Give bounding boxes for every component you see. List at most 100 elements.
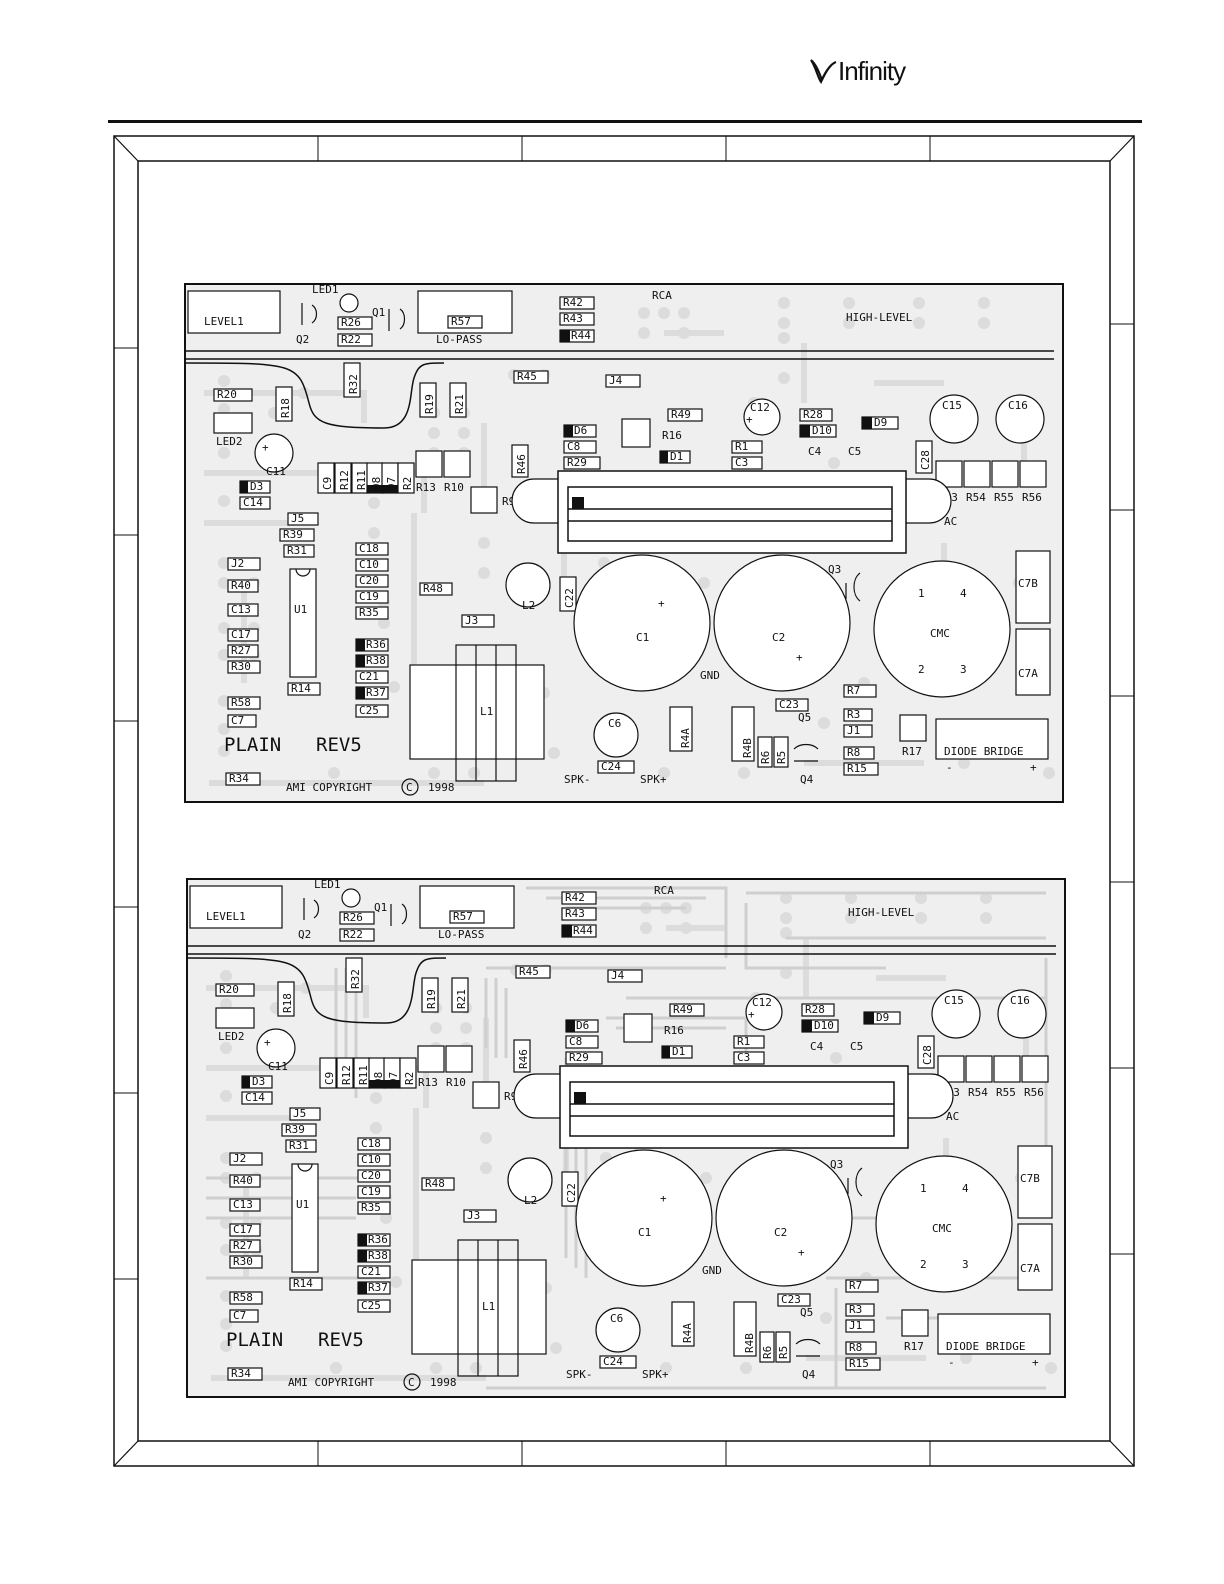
label-j5: J5 — [293, 1107, 306, 1120]
frame-border — [113, 135, 1135, 1467]
label-r8: R8 — [849, 1341, 862, 1354]
label-led1: LED1 — [314, 878, 341, 891]
label-c23: C23 — [781, 1293, 801, 1306]
level1-pot — [187, 290, 281, 334]
label-r8: R8 — [847, 746, 860, 759]
label-c22: C22 — [565, 1183, 578, 1203]
label-lopass: LO-PASS — [438, 928, 484, 941]
label-r22: R22 — [343, 928, 363, 941]
label-r43: R43 — [565, 907, 585, 920]
label-d9: D9 — [874, 416, 887, 429]
label-d3: D3 — [250, 480, 263, 493]
plus-mark: + — [796, 651, 803, 664]
label-q1: Q1 — [374, 901, 387, 914]
label-d1: D1 — [672, 1045, 685, 1058]
label-j1: J1 — [847, 724, 860, 737]
plus-mark: + — [264, 1036, 271, 1049]
label-r42: R42 — [565, 891, 585, 904]
plus-mark: + — [748, 1008, 755, 1021]
label-l2: L2 — [524, 1194, 537, 1207]
label-c10: C10 — [359, 558, 379, 571]
label-d6: D6 — [576, 1019, 589, 1032]
label-c3: C3 — [735, 456, 748, 469]
label-j4: J4 — [609, 374, 623, 387]
label-j3: J3 — [465, 614, 478, 627]
label-rev: REV5 — [316, 734, 362, 756]
label-r2: R2 — [401, 477, 414, 490]
label-r13: R13 — [416, 481, 436, 494]
cmc-choke — [875, 1155, 1013, 1293]
label-c28: C28 — [921, 1045, 934, 1065]
label-c7: C7 — [231, 714, 244, 727]
label-r2: R2 — [403, 1072, 416, 1085]
label-d7: D7 — [387, 1072, 400, 1085]
copyright-circle — [401, 778, 419, 796]
label-gnd: GND — [702, 1264, 722, 1277]
label-r3: R3 — [847, 708, 860, 721]
label-r12: R12 — [338, 470, 351, 490]
label-c13: C13 — [231, 603, 251, 616]
brand-logo: Infinity — [808, 52, 938, 92]
label-r27: R27 — [233, 1239, 253, 1252]
led2-body — [213, 412, 253, 434]
label-r27: R27 — [231, 644, 251, 657]
c11-capacitor — [254, 433, 294, 473]
label-r7: R7 — [847, 684, 860, 697]
label-r22: R22 — [341, 333, 361, 346]
plus-mark: + — [658, 597, 665, 610]
label-q3: Q3 — [830, 1158, 843, 1171]
label-u1: U1 — [294, 603, 307, 616]
label-year: 1998 — [430, 1376, 457, 1389]
label-c7a: C7A — [1020, 1262, 1040, 1275]
label-p4: 4 — [960, 587, 967, 600]
label-c15: C15 — [942, 399, 962, 412]
label-c20: C20 — [359, 574, 379, 587]
label-d8: D8 — [372, 1072, 385, 1085]
led2-body — [215, 1007, 255, 1029]
label-r32: R32 — [347, 374, 360, 394]
label-diode: DIODE BRIDGE — [944, 745, 1023, 758]
c1-capacitor — [575, 1149, 713, 1287]
label-p3: 3 — [962, 1258, 969, 1271]
label-r17: R17 — [902, 745, 922, 758]
label-r7: R7 — [849, 1279, 862, 1292]
label-c8: C8 — [567, 440, 580, 453]
plus-mark: + — [746, 413, 753, 426]
label-spkp: SPK+ — [640, 773, 667, 786]
label-r4b: R4B — [743, 1333, 756, 1353]
label-c28: C28 — [919, 450, 932, 470]
label-r19: R19 — [423, 394, 436, 414]
label-c_symbol: C — [406, 781, 413, 794]
copyright-circle — [403, 1373, 421, 1391]
l1-inductor — [411, 1259, 547, 1355]
label-j5: J5 — [291, 512, 304, 525]
label-r19: R19 — [425, 989, 438, 1009]
label-r57: R57 — [451, 315, 471, 328]
label-q2: Q2 — [298, 928, 311, 941]
label-r13: R13 — [418, 1076, 438, 1089]
infinity-logo-icon — [810, 59, 837, 85]
label-r35: R35 — [361, 1201, 381, 1214]
label-r18: R18 — [279, 398, 292, 418]
label-r3: R3 — [849, 1303, 862, 1316]
label-r56: R56 — [1024, 1086, 1044, 1099]
label-c13: C13 — [233, 1198, 253, 1211]
label-d6: D6 — [574, 424, 587, 437]
label-r26: R26 — [343, 911, 363, 924]
cmc-choke — [873, 560, 1011, 698]
label-r38: R38 — [368, 1249, 388, 1262]
label-d10: D10 — [812, 424, 832, 437]
pcb-silkscreen: LEVEL1 LED1 Q2 R26 R22 Q1 R57 LO-PASS R4… — [184, 283, 1064, 803]
label-p1: 1 — [918, 587, 925, 600]
label-gnd: GND — [700, 669, 720, 682]
label-ac: AC — [944, 515, 957, 528]
level1-pot — [189, 885, 283, 929]
label-r34: R34 — [229, 772, 249, 785]
label-c1: C1 — [636, 631, 649, 644]
label-c3: C3 — [737, 1051, 750, 1064]
c1-capacitor — [573, 554, 711, 692]
label-c11: C11 — [268, 1060, 288, 1073]
label-rca: RCA — [652, 289, 672, 302]
label-rev: REV5 — [318, 1329, 364, 1351]
label-c18: C18 — [359, 542, 379, 555]
